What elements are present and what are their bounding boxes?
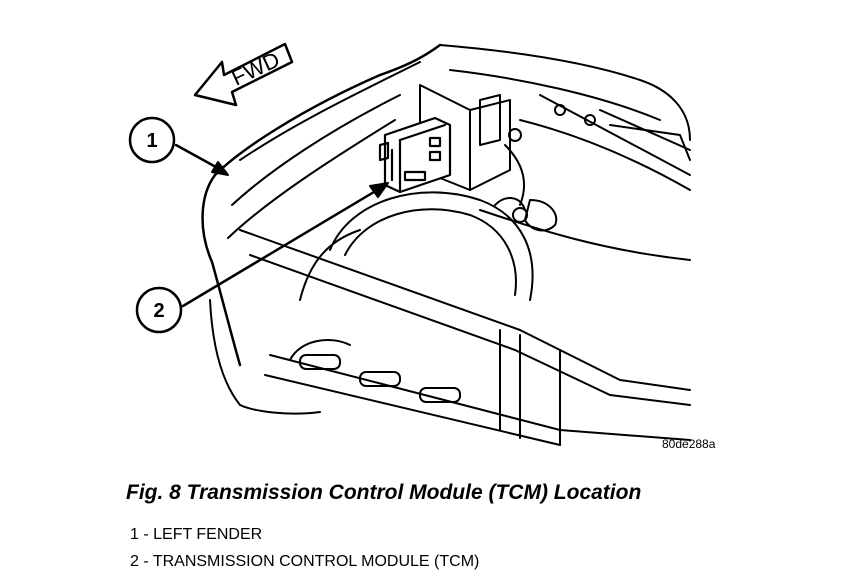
engine-bay-drawing: FWD 1 2 80de288a bbox=[128, 42, 716, 451]
callout-number-2: 2 bbox=[153, 300, 164, 322]
callout-circle-2 bbox=[135, 286, 183, 334]
callout-circle-1 bbox=[128, 116, 176, 164]
transmission-control-module bbox=[378, 116, 452, 194]
figure-caption: Fig. 8 Transmission Control Module (TCM)… bbox=[126, 481, 642, 504]
forward-arrow-icon bbox=[193, 42, 294, 107]
left-fender bbox=[201, 43, 442, 415]
image-id: 80de288a bbox=[662, 437, 716, 451]
leader-line-2 bbox=[181, 184, 386, 308]
cowl-panel bbox=[439, 44, 691, 261]
legend: 1 - LEFT FENDER 2 - TRANSMISSION CONTROL… bbox=[130, 521, 479, 575]
legend-item-1: 1 - LEFT FENDER bbox=[130, 526, 263, 543]
callout-number-1: 1 bbox=[146, 130, 157, 152]
leader-arrowhead-1 bbox=[211, 161, 229, 176]
leader-arrowhead-2 bbox=[369, 182, 389, 198]
fwd-label: FWD bbox=[228, 47, 284, 91]
tcm-location-illustration: FWD 1 2 80de288a bbox=[128, 42, 716, 451]
legend-item-2: 2 - TRANSMISSION CONTROL MODULE (TCM) bbox=[130, 553, 480, 570]
wheel-well bbox=[299, 191, 534, 301]
radiator-support bbox=[239, 229, 691, 446]
